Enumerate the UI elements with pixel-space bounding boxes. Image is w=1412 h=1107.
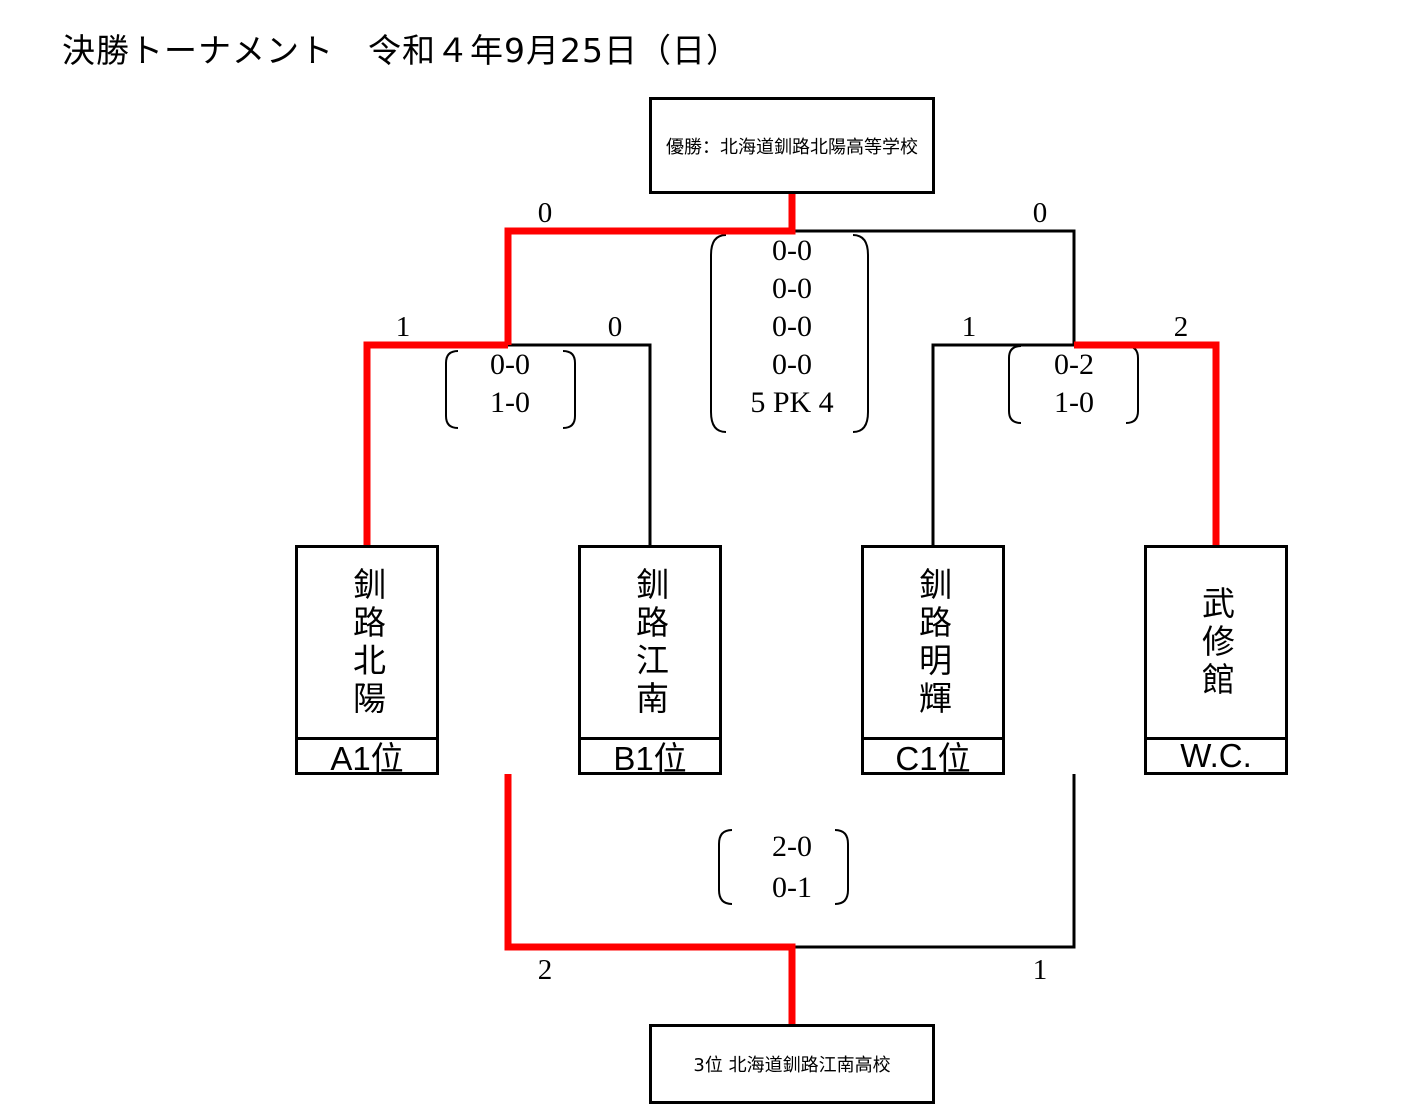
line-final-winner — [504, 193, 796, 345]
champion-label: 優勝：北海道釧路北陽高等学校 — [666, 136, 918, 158]
bracket-third-open — [718, 829, 733, 905]
final-score-a: 0 — [537, 197, 553, 229]
period-score: 0-2 — [1054, 348, 1094, 381]
bracket-semifinal-left-open — [445, 350, 459, 429]
third-place-score-b: 1 — [1032, 954, 1048, 986]
bracket-semifinal-right-close — [1125, 345, 1139, 424]
final-periods: 0-0 0-0 0-0 0-0 5 PK 4 — [722, 232, 862, 422]
period-score: 0-1 — [772, 870, 812, 904]
final-score-b: 0 — [1032, 197, 1048, 229]
semifinal-left-score-b: 0 — [607, 311, 623, 343]
bracket-semifinal-left-close — [562, 350, 576, 429]
team-box-3: 釧路明輝 C1位 — [861, 545, 1005, 777]
line-third-loser — [792, 774, 1076, 949]
bracket-final-open — [710, 234, 727, 433]
score-brackets — [445, 234, 1139, 905]
team-seed: W.C. — [1147, 737, 1285, 774]
semifinal-right-periods: 0-2 1-0 — [1034, 346, 1114, 422]
third-place-box: 3位 北海道釧路江南高校 — [649, 1024, 935, 1104]
team-name: 武修館 — [1196, 585, 1236, 700]
semifinal-left-score-a: 1 — [395, 311, 411, 343]
line-semifinal-right-loser — [931, 343, 1074, 546]
team-name: 釧路江南 — [630, 566, 670, 719]
third-place-periods: 2-0 0-1 — [742, 826, 842, 908]
period-score: 0-0 — [772, 272, 812, 305]
line-semifinal-left-winner — [363, 341, 508, 546]
period-score: 0-0 — [772, 310, 812, 343]
team-seed: C1位 — [864, 737, 1002, 777]
team-name: 釧路北陽 — [347, 566, 387, 719]
period-score: 0-0 — [772, 234, 812, 267]
line-third-winner — [504, 774, 796, 1026]
semifinal-right-score-a: 1 — [961, 311, 977, 343]
champion-box: 優勝：北海道釧路北陽高等学校 — [649, 97, 935, 194]
period-score: 2-0 — [772, 829, 812, 863]
period-score: 1-0 — [490, 386, 530, 419]
period-score: 5 PK 4 — [750, 386, 834, 419]
third-place-score-a: 2 — [537, 954, 553, 986]
team-box-2: 釧路江南 B1位 — [578, 545, 722, 777]
bracket-lines-red — [363, 193, 1220, 1026]
line-semifinal-right-winner — [1074, 341, 1220, 546]
semifinal-right-score-b: 2 — [1173, 311, 1189, 343]
line-final-loser — [792, 229, 1076, 345]
team-seed: B1位 — [581, 737, 719, 777]
period-score: 0-0 — [490, 348, 530, 381]
bracket-semifinal-right-open — [1008, 345, 1022, 424]
team-box-4: 武修館 W.C. — [1144, 545, 1288, 775]
line-semifinal-left-loser — [508, 343, 652, 546]
team-box-1: 釧路北陽 A1位 — [295, 545, 439, 777]
bracket-lines-black — [508, 229, 1076, 949]
semifinal-left-periods: 0-0 1-0 — [470, 346, 550, 422]
team-name: 釧路明輝 — [913, 566, 953, 719]
bracket-third-close — [834, 829, 849, 905]
period-score: 0-0 — [772, 348, 812, 381]
period-score: 1-0 — [1054, 386, 1094, 419]
team-seed: A1位 — [298, 737, 436, 777]
third-place-label: 3位 北海道釧路江南高校 — [693, 1055, 891, 1076]
bracket-final-close — [852, 234, 869, 433]
page-title: 決勝トーナメント 令和４年9月25日（日） — [62, 31, 740, 70]
